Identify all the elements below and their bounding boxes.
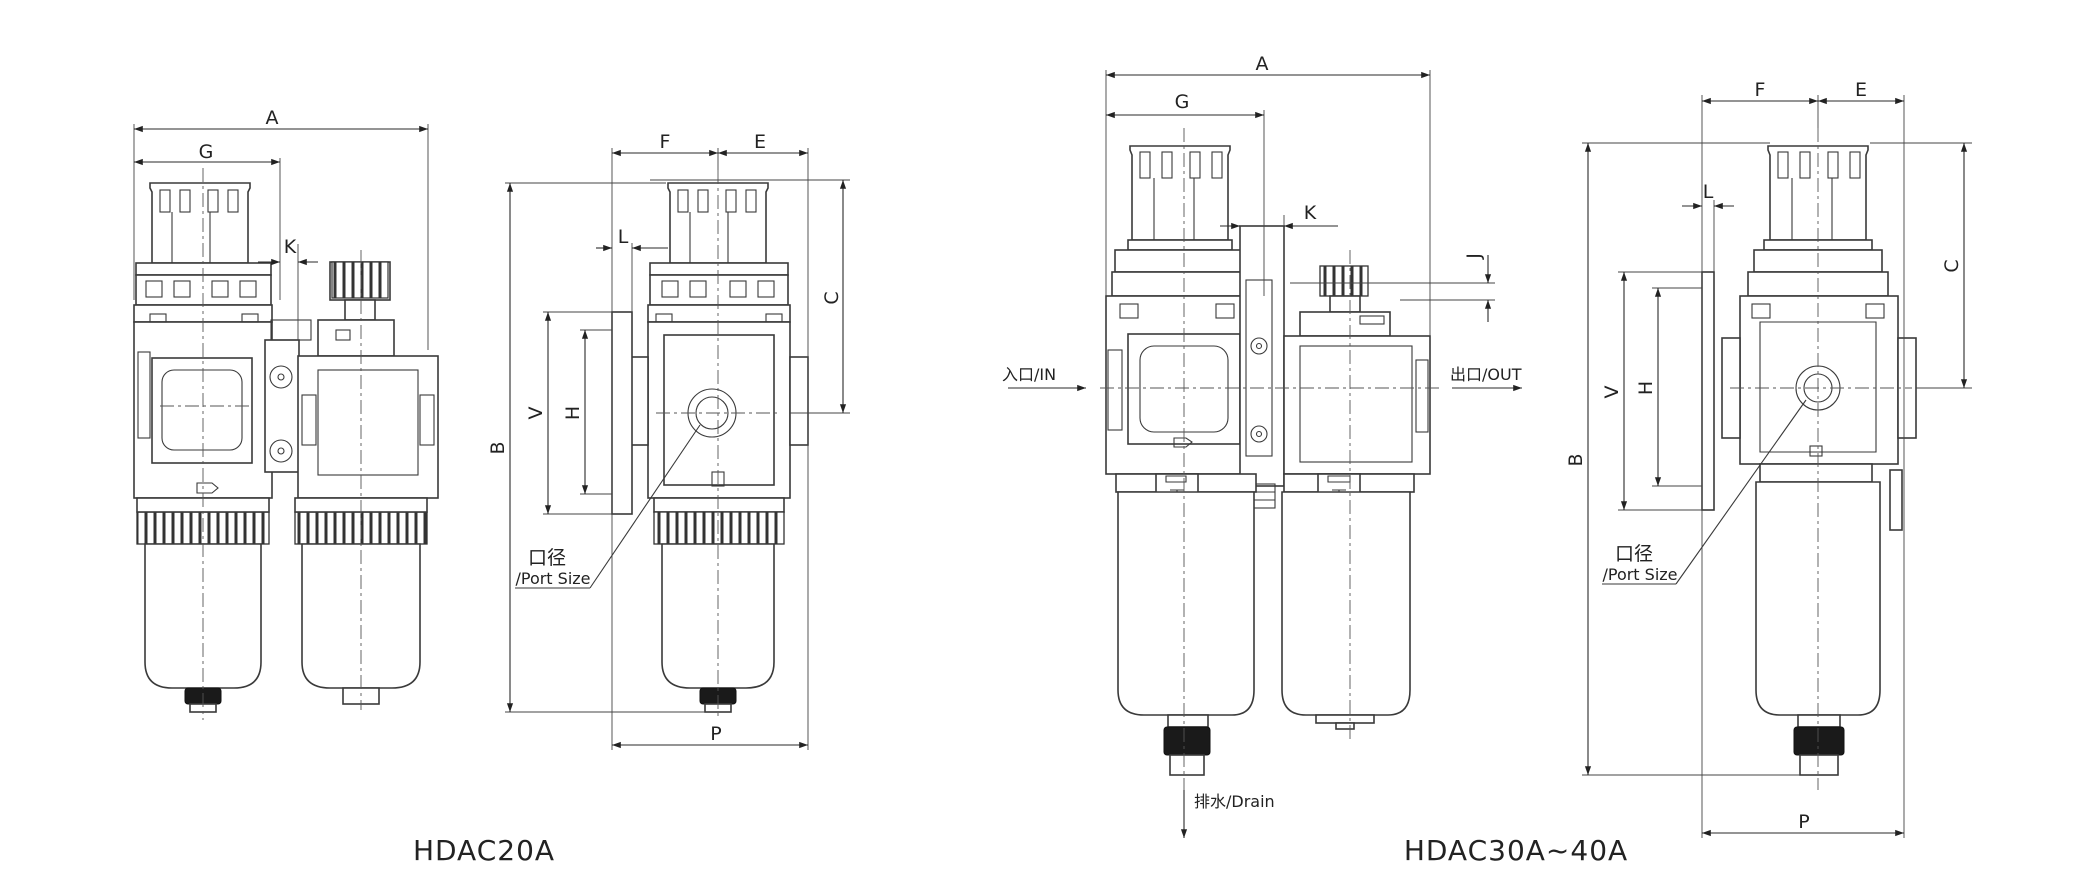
dim-label-l-large: L bbox=[1703, 181, 1714, 203]
hdac30a-40a-front-labels: A G K J 入口/IN 出口/OUT 排水/Drain bbox=[1002, 53, 1522, 811]
dim-label-g: G bbox=[199, 141, 214, 163]
hdac20a-front-view bbox=[133, 124, 439, 720]
dim-label-g-large: G bbox=[1175, 91, 1190, 113]
port-size-label-en: /Port Size bbox=[515, 569, 590, 588]
dim-label-h-large: H bbox=[1635, 381, 1657, 395]
caption-hdac20a: HDAC20A bbox=[413, 834, 555, 867]
hdac30a-40a-front-view bbox=[1008, 70, 1522, 838]
dim-label-e: E bbox=[754, 131, 766, 153]
hdac20a-side-view bbox=[505, 148, 850, 750]
port-size-label-en-large: /Port Size bbox=[1602, 565, 1677, 584]
dim-label-j: J bbox=[1463, 253, 1485, 260]
dim-label-p: P bbox=[710, 723, 721, 745]
dim-label-l: L bbox=[618, 226, 629, 248]
dim-label-b-large: B bbox=[1565, 453, 1587, 466]
dim-label-c-large: C bbox=[1941, 259, 1963, 272]
hdac30a-40a-side-labels: F E C B V H L P 口径 /Port Size bbox=[1565, 79, 1963, 833]
hdac20a-front-labels: A G K bbox=[199, 107, 297, 258]
hdac30a-40a-side-view bbox=[1582, 95, 1972, 838]
dim-label-c: C bbox=[821, 291, 843, 304]
drain-label: 排水/Drain bbox=[1194, 792, 1275, 811]
dim-label-h: H bbox=[562, 406, 584, 420]
dim-label-b: B bbox=[487, 441, 509, 454]
dim-label-f-large: F bbox=[1755, 79, 1766, 101]
dim-label-k-large: K bbox=[1304, 202, 1317, 224]
dim-label-e-large: E bbox=[1855, 79, 1867, 101]
outlet-label: 出口/OUT bbox=[1450, 365, 1522, 384]
dim-label-v-large: V bbox=[1601, 386, 1623, 399]
dim-label-f: F bbox=[660, 131, 671, 153]
dim-label-a-large: A bbox=[1256, 53, 1269, 75]
inlet-label: 入口/IN bbox=[1002, 365, 1056, 384]
dim-label-k: K bbox=[284, 236, 297, 258]
caption-hdac30a-40a: HDAC30A~40A bbox=[1404, 834, 1628, 867]
dim-label-v: V bbox=[525, 407, 547, 420]
hdac20a-side-labels: F E C B V H L P 口径 /Port Size bbox=[487, 131, 843, 745]
port-size-label-cn: 口径 bbox=[528, 547, 566, 569]
dim-label-p-large: P bbox=[1798, 811, 1809, 833]
dim-label-a: A bbox=[266, 107, 279, 129]
port-size-label-cn-large: 口径 bbox=[1615, 543, 1653, 565]
